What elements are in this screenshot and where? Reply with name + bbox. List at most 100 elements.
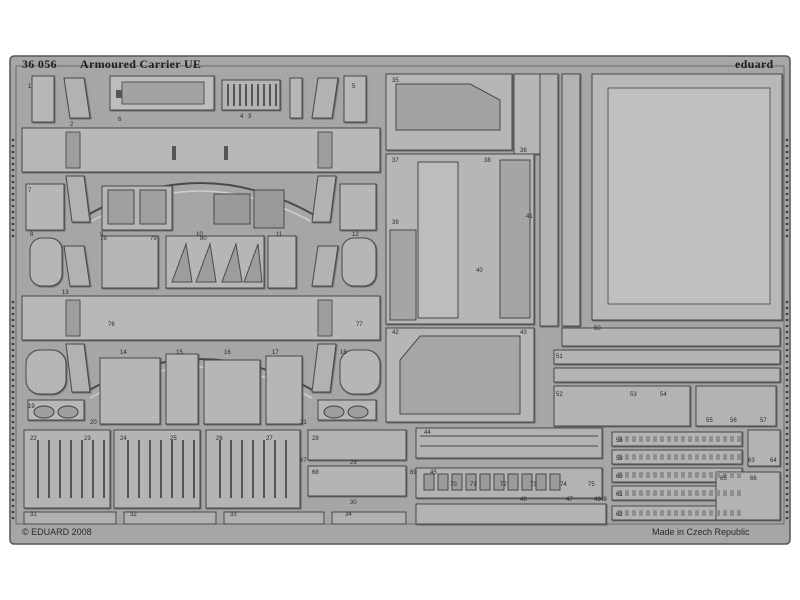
part-number: 29 <box>350 460 357 466</box>
part-number: 78 <box>100 236 107 242</box>
part-number: 73 <box>530 482 537 488</box>
part-number: 19 <box>28 404 35 410</box>
part-number: 43 <box>520 330 527 336</box>
part-number: 37 <box>392 158 399 164</box>
right-long-strips <box>553 327 781 383</box>
part-number: 64 <box>770 458 777 464</box>
part-number: 58 <box>616 438 623 444</box>
sheet-code: 36 056 <box>22 57 57 71</box>
upper-side-plate <box>21 127 381 173</box>
part-number: 8 <box>30 232 34 238</box>
part-number: 79 <box>150 236 157 242</box>
part-number: 20 <box>90 420 97 426</box>
part-number: 34 <box>345 512 352 518</box>
part-number: 63 <box>748 458 755 464</box>
part-number: 16 <box>224 350 231 356</box>
part-number: 49 <box>600 497 607 503</box>
part-number: 18 <box>340 350 347 356</box>
part-number: 71 <box>470 482 477 488</box>
part-number: 68 <box>312 470 319 476</box>
large-rear-panel <box>591 73 783 321</box>
part-number: 46 <box>520 497 527 503</box>
part-number: 39 <box>392 220 399 226</box>
part-number: 41 <box>526 214 533 220</box>
brand-logo: eduard <box>735 57 774 71</box>
left-middle-parts <box>25 183 377 289</box>
part-number: 65 <box>720 476 727 482</box>
part-number: 9 <box>100 232 104 238</box>
edge-dots-left <box>11 138 15 520</box>
part-number: 77 <box>356 322 363 328</box>
part-number: 27 <box>266 436 273 442</box>
center-lower-frame <box>385 327 535 423</box>
bracket-clusters <box>213 189 285 229</box>
part-number: 24 <box>120 436 127 442</box>
part-number: 54 <box>660 392 667 398</box>
part-number: 56 <box>730 418 737 424</box>
part-number: 74 <box>560 482 567 488</box>
part-number: 50 <box>594 326 601 332</box>
part-number: 4 <box>240 114 244 120</box>
part-number: 53 <box>630 392 637 398</box>
part-number: 12 <box>352 232 359 238</box>
part-number: 57 <box>760 418 767 424</box>
part-number: 28 <box>312 436 319 442</box>
part-number: 25 <box>170 436 177 442</box>
part-number: 15 <box>176 350 183 356</box>
top-box-part <box>109 75 215 111</box>
part-number: 13 <box>62 290 69 296</box>
part-number: 52 <box>556 392 563 398</box>
part-number: 36 <box>520 148 527 154</box>
part-number: 44 <box>424 430 431 436</box>
triangular-braces <box>171 242 263 283</box>
part-number: 61 <box>616 492 623 498</box>
part-number: 45 <box>430 470 437 476</box>
part-number: 35 <box>392 78 399 84</box>
edge-dots-right <box>785 138 789 520</box>
part-number: 67 <box>300 458 307 464</box>
part-number: 55 <box>706 418 713 424</box>
part-number: 42 <box>392 330 399 336</box>
top-comb-part <box>221 79 281 111</box>
center-mid-frame <box>385 153 535 325</box>
part-number: 47 <box>566 497 573 503</box>
bottom-strip-row <box>23 511 407 525</box>
part-number: 32 <box>130 512 137 518</box>
part-number: 60 <box>616 474 623 480</box>
part-number: 40 <box>476 268 483 274</box>
part-number: 3 <box>248 114 252 120</box>
part-number: 14 <box>120 350 127 356</box>
part-number: 72 <box>500 482 507 488</box>
part-number: 59 <box>616 456 623 462</box>
part-number: 22 <box>30 436 37 442</box>
part-number: 30 <box>350 500 357 506</box>
part-number: 31 <box>30 512 37 518</box>
copyright-text: © EDUARD 2008 <box>22 527 92 537</box>
tall-rods <box>539 73 581 327</box>
part-number: 80 <box>200 236 207 242</box>
part-number: 7 <box>28 188 32 194</box>
part-number: 23 <box>84 436 91 442</box>
part-number: 33 <box>230 512 237 518</box>
part-number: 38 <box>484 158 491 164</box>
part-number: 76 <box>108 322 115 328</box>
part-number: 62 <box>616 512 623 518</box>
oval-plates <box>33 405 369 419</box>
sheet-title: Armoured Carrier UE <box>80 57 202 71</box>
part-number: 48 <box>594 497 601 503</box>
part-number: 51 <box>556 354 563 360</box>
part-number: 11 <box>276 232 283 238</box>
part-number: 21 <box>300 420 307 426</box>
part-number: 6 <box>118 117 122 123</box>
part-number: 5 <box>352 84 356 90</box>
part-number: 17 <box>272 350 279 356</box>
part-number: 69 <box>410 470 417 476</box>
diagonal-brackets <box>63 77 339 393</box>
origin-text: Made in Czech Republic <box>652 527 750 537</box>
lower-side-plate <box>21 295 381 341</box>
part-number: 10 <box>196 232 203 238</box>
center-top-frame <box>385 73 541 155</box>
part-number: 26 <box>216 436 223 442</box>
part-number: 70 <box>450 482 457 488</box>
small-top-left-parts <box>31 75 367 123</box>
